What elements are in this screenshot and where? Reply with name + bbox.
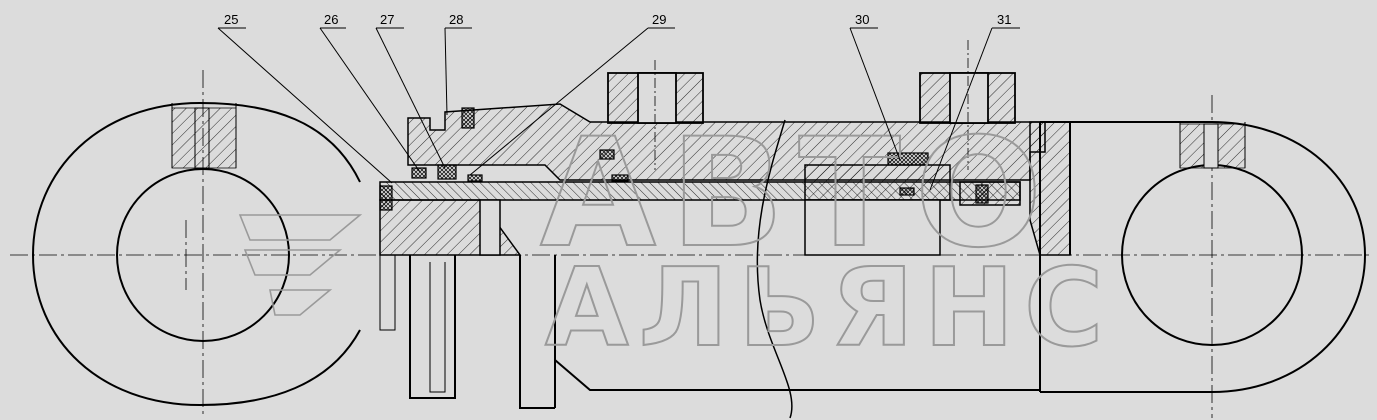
svg-text:31: 31 — [997, 12, 1011, 27]
svg-text:25: 25 — [224, 12, 238, 27]
svg-text:27: 27 — [380, 12, 394, 27]
watermark-logo-icon — [238, 214, 363, 316]
callout-29: 29 — [469, 12, 675, 176]
watermark-line1: АВТО — [540, 107, 1056, 281]
callout-28: 28 — [444, 12, 472, 116]
watermark-line2: АЛЬЯНС — [545, 246, 1113, 371]
port-blocks — [607, 40, 1016, 170]
svg-text:26: 26 — [324, 12, 338, 27]
callout-27: 27 — [375, 12, 446, 169]
watermark: АВТО АЛЬЯНС — [238, 106, 1113, 372]
break-line — [756, 119, 793, 419]
svg-text:28: 28 — [449, 12, 463, 27]
callout-25: 25 — [217, 12, 393, 184]
callout-30: 30 — [849, 12, 901, 161]
callouts: 25 26 27 28 29 30 31 — [217, 12, 1020, 191]
svg-text:30: 30 — [855, 12, 869, 27]
callout-26: 26 — [319, 12, 421, 173]
svg-text:29: 29 — [652, 12, 666, 27]
callout-31: 31 — [929, 12, 1020, 191]
right-eye-lug — [1040, 121, 1367, 393]
left-eye-lug — [31, 101, 361, 407]
